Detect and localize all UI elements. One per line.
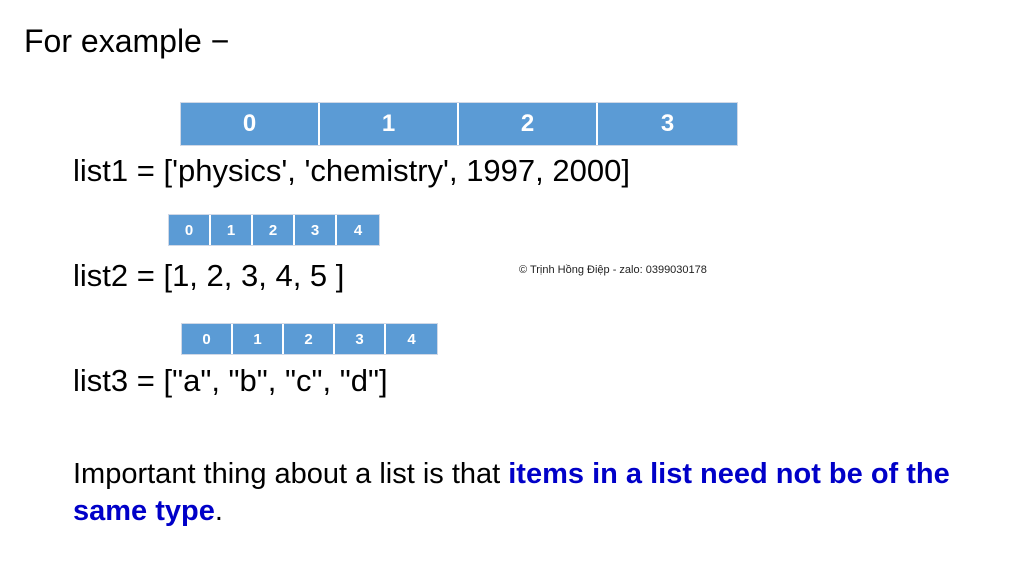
index-row-list2: 0 1 2 3 4 xyxy=(168,214,380,246)
index-cell: 1 xyxy=(233,324,284,354)
index-cell: 3 xyxy=(335,324,386,354)
index-cell: 2 xyxy=(253,215,295,245)
index-cell: 4 xyxy=(353,221,363,239)
index-row-list3: 0 1 2 3 4 xyxy=(181,323,438,355)
index-cell: 4 xyxy=(407,330,416,348)
copyright-watermark: © Trịnh Hồng Điệp - zalo: 0399030178 xyxy=(519,264,707,276)
index-cell: 0 xyxy=(182,324,233,354)
note-period: . xyxy=(214,495,223,527)
index-cell: 0 xyxy=(181,103,320,145)
index-cell: 0 xyxy=(169,215,211,245)
note-paragraph: Important thing about a list is that ite… xyxy=(73,456,993,530)
code-line-list1: list1 = ['physics', 'chemistry', 1997, 2… xyxy=(73,153,630,188)
index-cell: 2 xyxy=(284,324,335,354)
slide-title: For example − xyxy=(24,23,230,59)
index-row-list1: 0 1 2 3 xyxy=(180,102,738,146)
index-cell: 3 xyxy=(660,110,675,137)
code-line-list2: list2 = [1, 2, 3, 4, 5 ] xyxy=(73,258,345,293)
index-cell: 1 xyxy=(211,215,253,245)
index-cell: 3 xyxy=(295,215,337,245)
code-line-list3: list3 = ["a", "b", "c", "d"] xyxy=(73,363,388,398)
index-cell: 2 xyxy=(459,103,598,145)
index-cell: 1 xyxy=(320,103,459,145)
note-highlight: items in a list need not be of the same … xyxy=(73,458,950,527)
note-text: Important thing about a list is that xyxy=(73,458,509,490)
